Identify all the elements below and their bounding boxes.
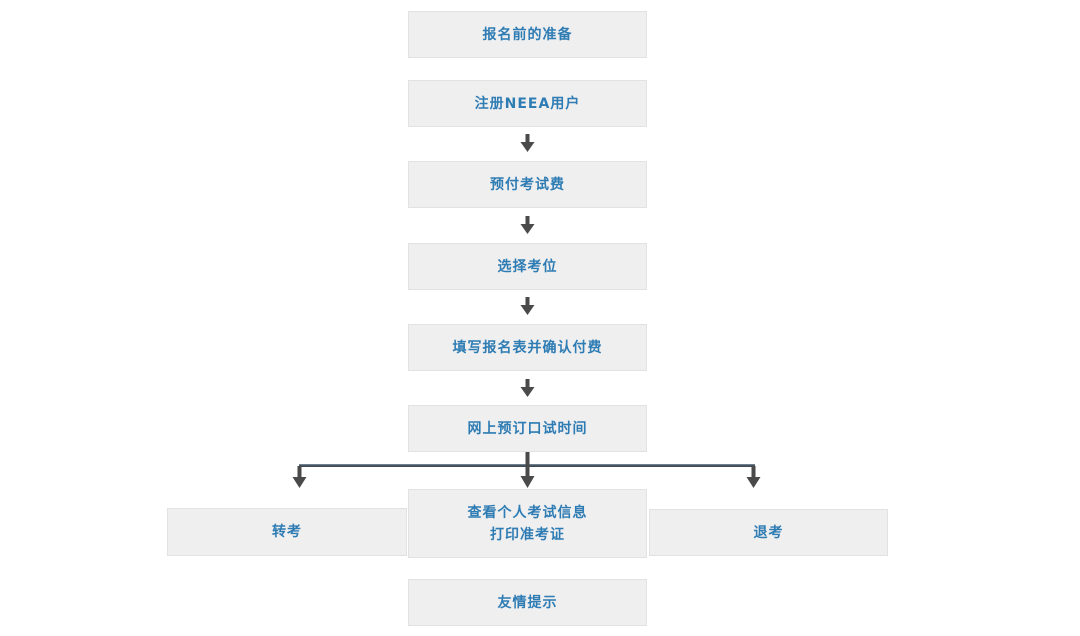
- step-label: 报名前的准备: [482, 26, 573, 43]
- down-arrow-icon: [520, 379, 535, 397]
- footer-box-friendly-tips[interactable]: 友情提示: [408, 579, 647, 626]
- branch-right-down-arrow-icon: [746, 466, 761, 488]
- branch-box-withdraw-test[interactable]: 退考: [649, 509, 888, 556]
- down-arrow-icon: [520, 297, 535, 315]
- branch-left-down-arrow-icon: [292, 466, 307, 488]
- branch-label-line2: 打印准考证: [490, 526, 565, 543]
- step-label: 注册NEEA用户: [474, 95, 581, 112]
- branch-label: 退考: [753, 524, 784, 541]
- branch-box-view-info-print-admission-ticket[interactable]: 查看个人考试信息 打印准考证: [408, 489, 647, 558]
- down-arrow-icon: [520, 134, 535, 152]
- step-box-register-neea-user[interactable]: 注册NEEA用户: [408, 80, 647, 127]
- step-box-fill-form-confirm-payment[interactable]: 填写报名表并确认付费: [408, 324, 647, 371]
- branch-center-down-arrow-icon: [520, 452, 535, 488]
- step-box-prepay-fee[interactable]: 预付考试费: [408, 161, 647, 208]
- footer-label: 友情提示: [497, 594, 558, 611]
- step-box-reserve-oral-test-time[interactable]: 网上预订口试时间: [408, 405, 647, 452]
- branch-label: 转考: [272, 524, 302, 540]
- step-box-select-seat[interactable]: 选择考位: [408, 243, 647, 290]
- step-label: 网上预订口试时间: [467, 420, 588, 437]
- step-label: 选择考位: [497, 258, 558, 275]
- step-box-preparation[interactable]: 报名前的准备: [408, 11, 647, 58]
- branch-label-line1: 查看个人考试信息: [467, 504, 588, 521]
- step-label: 预付考试费: [490, 176, 565, 193]
- branch-box-transfer-test[interactable]: 转考: [167, 508, 407, 556]
- down-arrow-icon: [520, 216, 535, 234]
- step-label: 填写报名表并确认付费: [452, 339, 603, 356]
